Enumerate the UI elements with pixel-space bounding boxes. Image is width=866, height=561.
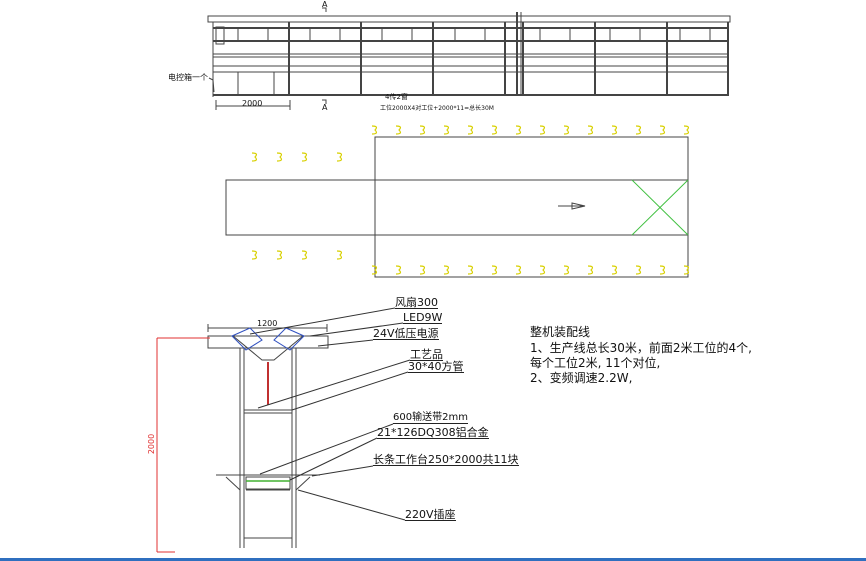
leader-line xyxy=(311,465,374,477)
notes-line-1: 1、生产线总长30米，前面2米工位的4个, xyxy=(530,341,752,355)
operator-seat xyxy=(276,152,283,162)
operator-seat xyxy=(563,265,570,275)
leader-line xyxy=(249,307,396,335)
operator-seat xyxy=(443,125,450,135)
glass-window xyxy=(454,27,486,42)
operator-seat xyxy=(611,125,618,135)
operator-seat xyxy=(683,125,690,135)
elevation-view xyxy=(207,7,731,110)
callout-belt: 600输送带2mm xyxy=(393,412,468,424)
operator-seat xyxy=(539,265,546,275)
callout-led: LED9W xyxy=(403,311,443,324)
operator-seat xyxy=(659,265,666,275)
glass-window xyxy=(309,27,341,42)
operator-seat xyxy=(635,125,642,135)
operator-seat xyxy=(419,125,426,135)
leader-line xyxy=(317,339,374,347)
operator-seat xyxy=(251,152,258,162)
operator-seat xyxy=(587,125,594,135)
operator-seat xyxy=(467,125,474,135)
operator-seat xyxy=(515,125,522,135)
callout-socket: 220V插座 xyxy=(405,508,456,521)
elevation-subtitle: 工位2000X4对工位+2000*11=总长30M xyxy=(380,105,494,112)
operator-seat xyxy=(371,265,378,275)
operator-seat xyxy=(395,125,402,135)
leader-line xyxy=(297,489,406,521)
callout-craft: 工艺品 xyxy=(410,348,443,361)
operator-seat xyxy=(683,265,690,275)
operator-seat xyxy=(371,125,378,135)
callout-tube: 30*40方管 xyxy=(408,360,464,373)
operator-seat xyxy=(276,250,283,260)
operator-seat xyxy=(336,152,343,162)
width-dim: 1200 xyxy=(257,319,278,328)
operator-seat xyxy=(515,265,522,275)
operator-seat xyxy=(251,250,258,260)
operator-seat xyxy=(539,125,546,135)
control-box-label: 电控箱一个 xyxy=(168,73,208,82)
window-bottom-edge xyxy=(0,558,866,561)
leader-line xyxy=(259,423,394,475)
operator-seat xyxy=(611,265,618,275)
glass-window xyxy=(539,27,571,42)
operator-seat xyxy=(467,265,474,275)
operator-seat xyxy=(587,265,594,275)
glass-window xyxy=(679,27,711,42)
callout-power: 24V低压电源 xyxy=(373,327,439,340)
notes-line-2: 每个工位2米, 11个对位, xyxy=(530,356,661,370)
glass-window xyxy=(237,27,269,42)
operator-seat xyxy=(301,250,308,260)
leader-line xyxy=(309,322,404,337)
elevation-dim: 2000 xyxy=(242,99,263,108)
operator-seat xyxy=(491,265,498,275)
section-mark-top: A xyxy=(322,0,328,9)
notes-title: 整机装配线 xyxy=(530,325,591,339)
section-view xyxy=(156,307,411,553)
height-dim: 2000 xyxy=(147,433,157,455)
notes-line-3: 2、变频调速2.2W, xyxy=(530,371,633,385)
glass-window xyxy=(381,27,413,42)
glass-window xyxy=(609,27,641,42)
operator-seat xyxy=(395,265,402,275)
operator-seat xyxy=(301,152,308,162)
operator-seat xyxy=(635,265,642,275)
callout-aluminium: 21*126DQ308铝合金 xyxy=(377,426,489,439)
elevation-title: 4传2窗 xyxy=(385,93,408,101)
operator-seat xyxy=(563,125,570,135)
callout-fan: 风扇300 xyxy=(395,296,438,309)
operator-seat xyxy=(659,125,666,135)
operator-seat xyxy=(443,265,450,275)
plan-view xyxy=(225,125,690,278)
callout-workbench: 长条工作台250*2000共11块 xyxy=(373,453,519,466)
operator-seat xyxy=(419,265,426,275)
leader-line xyxy=(257,359,411,409)
operator-seat xyxy=(491,125,498,135)
leader-line xyxy=(291,371,409,411)
section-mark-bottom: A xyxy=(322,103,328,112)
leader-line xyxy=(289,437,378,481)
operator-seat xyxy=(336,250,343,260)
